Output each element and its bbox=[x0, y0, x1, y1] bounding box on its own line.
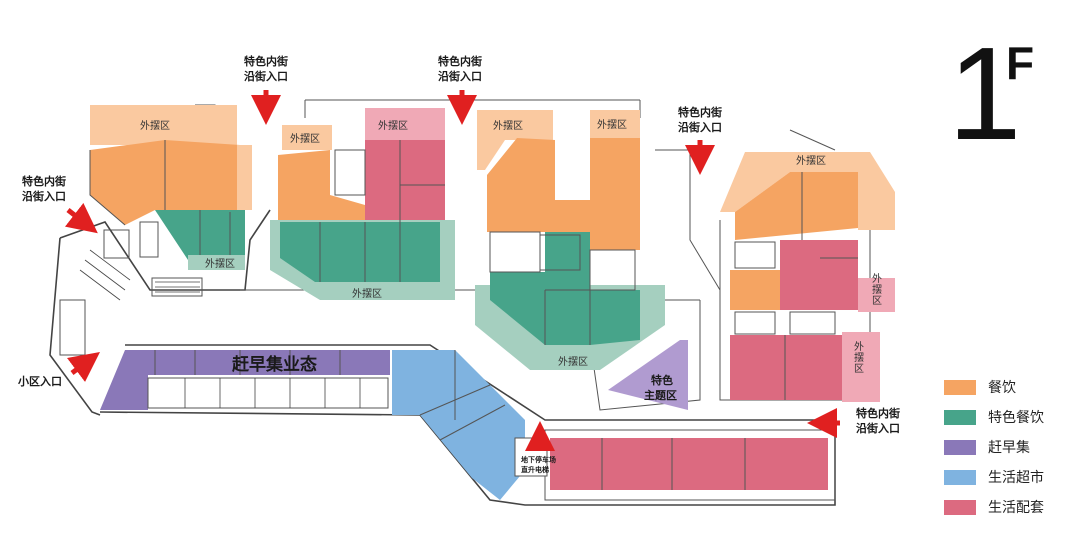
parking-elevator-label-2: 直升电梯 bbox=[521, 465, 549, 474]
featured-catering-c[interactable] bbox=[490, 232, 640, 345]
legend-swatch bbox=[944, 499, 976, 515]
catering-a[interactable] bbox=[90, 140, 245, 225]
entrance-e5-line1: 特色内街 bbox=[856, 406, 900, 420]
entrance-e3-line2: 沿街入口 bbox=[438, 69, 482, 83]
outdoor-label-b1: 外摆区 bbox=[290, 132, 320, 145]
outdoor-zone-a-bottom bbox=[188, 255, 245, 270]
arrow-community bbox=[67, 352, 100, 382]
outdoor-zone-d-right1 bbox=[858, 278, 895, 312]
outdoor-zone-b-top bbox=[282, 125, 332, 150]
outdoor-label-a2: 外摆区 bbox=[205, 257, 235, 270]
outdoor-label-d3-ch3: 区 bbox=[854, 363, 864, 375]
legend-swatch bbox=[944, 439, 976, 455]
floor-number: 1 bbox=[948, 20, 1022, 167]
supporting-south[interactable] bbox=[550, 438, 828, 490]
catering-d-top[interactable] bbox=[735, 172, 858, 240]
featured-catering-b[interactable] bbox=[280, 222, 440, 282]
outdoor-zone-a-right bbox=[237, 145, 252, 210]
outdoor-zone-c-top1 bbox=[477, 110, 553, 140]
legend-swatch bbox=[944, 409, 976, 425]
arrow-e1 bbox=[64, 202, 98, 234]
outdoor-label-c1: 外摆区 bbox=[493, 119, 523, 132]
legend-item-featured-catering: 特色餐饮 bbox=[944, 402, 1074, 432]
legend-item-supporting: 生活配套 bbox=[944, 492, 1074, 522]
legend-label: 餐饮 bbox=[988, 380, 1016, 396]
outdoor-label-b2: 外摆区 bbox=[378, 119, 408, 132]
entrance-arrows bbox=[64, 90, 840, 451]
outdoor-zone-c-left bbox=[477, 140, 505, 170]
outdoor-label-d1: 外摆区 bbox=[796, 154, 826, 167]
block-d: 外摆区 外摆区 外摆区 bbox=[720, 152, 895, 402]
south-strip: 赶早集业态 bbox=[100, 350, 836, 501]
outdoor-label-d3: 外摆区 bbox=[854, 341, 864, 375]
legend-label: 生活超市 bbox=[988, 470, 1044, 486]
outdoor-label-b3: 外摆区 bbox=[352, 287, 382, 300]
legend-item-supermarket: 生活超市 bbox=[944, 462, 1074, 492]
catering-b[interactable] bbox=[278, 150, 365, 220]
entrance-e1-line1: 特色内街 bbox=[22, 174, 66, 188]
outdoor-zone-c-top2 bbox=[590, 110, 640, 138]
outdoor-label-d3-ch2: 摆 bbox=[854, 351, 864, 364]
outdoor-zone-a-top bbox=[90, 105, 237, 145]
floor-indicator: 1 F bbox=[948, 28, 1068, 168]
theme-zone-label-1: 特色 bbox=[651, 373, 673, 387]
supermarket-zone[interactable] bbox=[392, 350, 525, 500]
entrance-e3-line1: 特色内街 bbox=[438, 54, 482, 68]
catering-d-mid[interactable] bbox=[730, 270, 780, 310]
morning-market-label: 赶早集业态 bbox=[231, 354, 317, 375]
legend-item-morning-market: 赶早集 bbox=[944, 432, 1074, 462]
legend-item-catering: 餐饮 bbox=[944, 372, 1074, 402]
outdoor-label-d2-ch3: 区 bbox=[872, 295, 882, 307]
entrance-e4-line1: 特色内街 bbox=[678, 105, 722, 119]
legend-swatch bbox=[944, 379, 976, 395]
block-b: 外摆区 外摆区 外摆区 bbox=[270, 108, 455, 300]
legend-label: 特色餐饮 bbox=[988, 410, 1044, 426]
legend-swatch bbox=[944, 469, 976, 485]
theme-zone-label-2: 主题区 bbox=[644, 388, 677, 402]
floor-letter: F bbox=[1006, 37, 1035, 89]
outdoor-zone-b-pink bbox=[365, 108, 445, 140]
catering-c-left[interactable] bbox=[487, 138, 590, 232]
outdoor-label-d2-ch2: 摆 bbox=[872, 283, 882, 296]
outdoor-zone-d-right2 bbox=[842, 332, 880, 402]
legend-label: 生活配套 bbox=[988, 500, 1044, 516]
entrance-e5-line2: 沿街入口 bbox=[856, 421, 900, 435]
entrance-e2-line1: 特色内街 bbox=[244, 54, 288, 68]
block-c: 外摆区 外摆区 外摆区 bbox=[475, 110, 665, 370]
legend: 餐饮 特色餐饮 赶早集 生活超市 生活配套 bbox=[944, 372, 1074, 522]
parking-elevator-label-1: 地下停车场 bbox=[521, 455, 556, 464]
supporting-d-mid[interactable] bbox=[780, 240, 858, 310]
entrance-e2-line2: 沿街入口 bbox=[244, 69, 288, 83]
theme-zone[interactable] bbox=[608, 340, 688, 410]
outdoor-label-c2: 外摆区 bbox=[597, 118, 627, 131]
entrance-e1-line2: 沿街入口 bbox=[22, 189, 66, 203]
entrance-e4-line2: 沿街入口 bbox=[678, 120, 722, 134]
outdoor-zone-d-top bbox=[720, 152, 895, 230]
block-a: 外摆区 外摆区 bbox=[59, 105, 252, 356]
outdoor-label-d2: 外摆区 bbox=[872, 273, 882, 307]
supporting-d-bottom[interactable] bbox=[730, 335, 842, 400]
community-entrance-label: 小区入口 bbox=[17, 374, 62, 388]
outdoor-label-d3-ch1: 外 bbox=[854, 341, 864, 353]
outdoor-label-d2-ch1: 外 bbox=[872, 273, 882, 285]
outdoor-label-a1: 外摆区 bbox=[140, 119, 170, 132]
catering-c-right[interactable] bbox=[590, 138, 640, 250]
outdoor-label-c3: 外摆区 bbox=[558, 355, 588, 368]
morning-market-zone[interactable] bbox=[100, 350, 390, 410]
legend-label: 赶早集 bbox=[988, 440, 1030, 456]
